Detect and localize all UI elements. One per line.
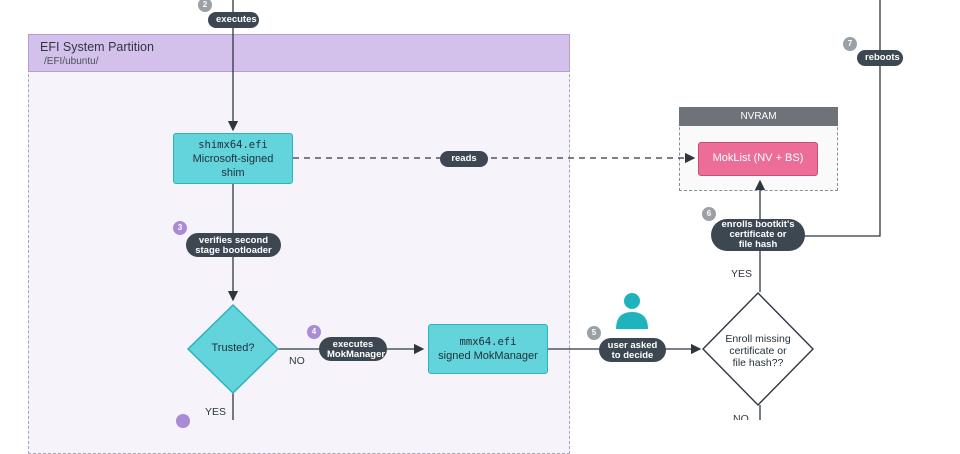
trusted-yes-label: YES [205, 406, 227, 418]
nvram-title: NVRAM [679, 107, 838, 126]
step-6-number: 6 [702, 207, 716, 221]
trusted-diamond [186, 303, 280, 395]
enroll-yes-label: YES [731, 268, 753, 280]
step-3-label: verifies second stage bootloader [186, 233, 281, 257]
step-5-number: 5 [587, 326, 601, 340]
step-6-line-2: certificate or [729, 229, 787, 240]
step-3-line-2: stage bootloader [195, 245, 272, 256]
partition-path: /EFI/ubuntu/ [44, 56, 99, 67]
shim-box: shimx64.efi Microsoft-signed shim [173, 133, 293, 184]
step-4-line-1: executes [332, 339, 374, 350]
step-4-label: executes MokManager [319, 337, 387, 361]
step-5-line-2: to decide [611, 350, 654, 361]
partition-title: EFI System Partition [40, 40, 154, 54]
trusted-no-label: NO [289, 355, 305, 367]
mokmanager-box: mmx64.efi signed MokManager [428, 324, 548, 374]
arrow-reboots [790, 0, 881, 237]
step-2-label: executes [208, 12, 259, 28]
step-6-line-1: enrolls bootkit's [721, 219, 795, 230]
shim-description: Microsoft-signed [192, 152, 274, 165]
step-5-label: user asked to decide [599, 338, 666, 362]
step-6-label: enrolls bootkit's certificate or file ha… [711, 219, 805, 251]
connector-lines [186, 0, 881, 420]
shim-kind: shim [221, 166, 245, 179]
step-4-line-2: MokManager [327, 349, 386, 360]
enroll-line-2: certificate or [729, 345, 787, 357]
trusted-label: Trusted? [211, 342, 255, 354]
partition-header [28, 34, 570, 72]
efi-system-partition [28, 34, 570, 454]
step-3-number: 3 [173, 221, 187, 235]
mokmanager-description: signed MokManager [438, 350, 538, 362]
moklist-box: MokList (NV + BS) [698, 142, 818, 176]
step-5-line-1: user asked [607, 340, 658, 351]
mokmanager-filename: mmx64.efi [459, 336, 517, 348]
step-6-line-3: file hash [738, 239, 778, 250]
enroll-no-label: NO [733, 413, 749, 420]
enroll-line-3: file hash?? [732, 357, 784, 369]
enroll-line-1: Enroll missing [725, 333, 791, 345]
step-7-label: reboots [857, 50, 903, 66]
step-2-number: 2 [198, 0, 212, 12]
step-7-number: 7 [843, 37, 857, 51]
step-4-number: 4 [307, 325, 321, 339]
step-3-line-1: verifies second [198, 235, 269, 246]
user-icon [616, 293, 648, 329]
shim-filename: shimx64.efi [198, 138, 268, 151]
enroll-diamond [702, 292, 814, 406]
enroll-question: Enroll missing certificate or file hash?… [714, 333, 802, 369]
step-next-marker [176, 414, 190, 428]
reads-label: reads [440, 151, 488, 167]
